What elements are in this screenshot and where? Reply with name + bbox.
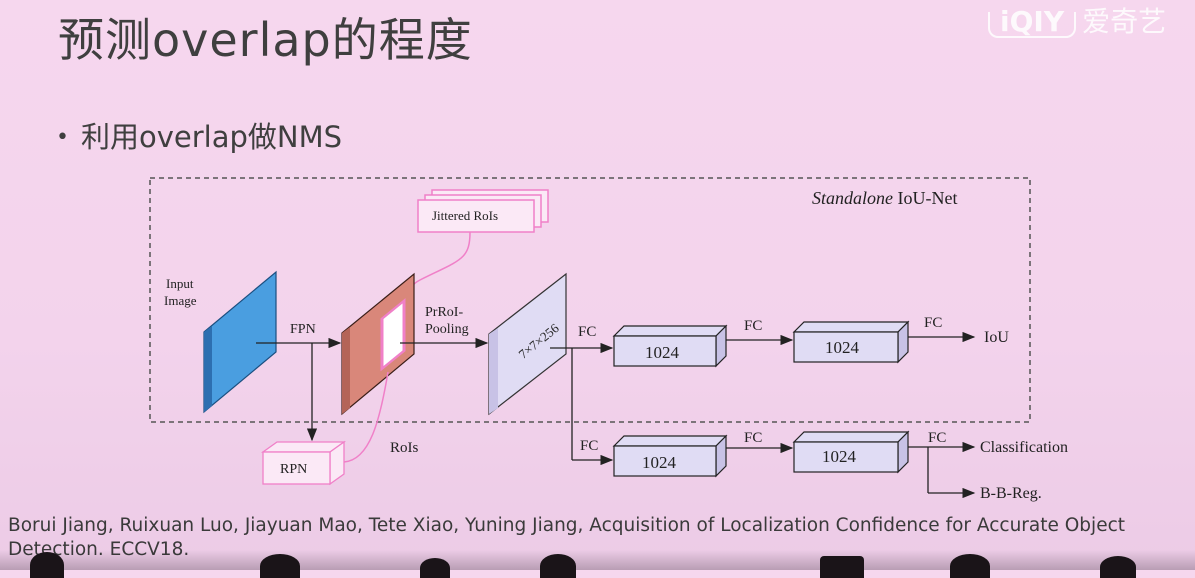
fc-label-2: FC xyxy=(744,318,762,334)
fc-block-bottom-1: 1024 xyxy=(612,434,728,478)
bullet-item: • 利用overlap做NMS xyxy=(56,114,342,156)
fc-block-top-2: 1024 xyxy=(792,320,910,364)
classification-label: Classification xyxy=(980,439,1068,456)
fc-label-5: FC xyxy=(744,430,762,446)
rpn-to-roi-line xyxy=(343,371,389,463)
fpn-label: FPN xyxy=(290,322,316,337)
fc-1024-label: 1024 xyxy=(822,447,857,466)
input-image-label-2: Image xyxy=(164,293,197,308)
rpn-box: RPN xyxy=(260,440,347,486)
rois-label: RoIs xyxy=(390,440,419,456)
roi-feature-block: 7×7×256 xyxy=(488,272,567,416)
rpn-label: RPN xyxy=(280,462,307,477)
standalone-dashed-box xyxy=(149,177,1031,423)
fc-label-4: FC xyxy=(580,438,598,454)
bullet-dot-icon: • xyxy=(56,125,69,150)
fc-label-6: FC xyxy=(928,430,946,446)
fpn-feature-block xyxy=(341,272,415,416)
fc-1024-label: 1024 xyxy=(642,453,677,472)
standalone-label: Standalone IoU-Net xyxy=(812,188,957,208)
fc-label-1: FC xyxy=(578,324,596,340)
jittered-rois-stack: Jittered RoIs xyxy=(417,189,549,233)
prroi-label-2: Pooling xyxy=(425,322,469,337)
fc-block-bottom-2: 1024 xyxy=(792,430,910,474)
watermark-box: iQIY xyxy=(988,8,1077,38)
fc-label-3: FC xyxy=(924,315,942,331)
input-image-block xyxy=(203,270,277,414)
jittered-rois-label: Jittered RoIs xyxy=(432,208,498,223)
input-image-label-1: Input xyxy=(166,276,194,291)
fc-1024-label: 1024 xyxy=(825,338,860,357)
bullet-text: 利用overlap做NMS xyxy=(80,120,343,154)
roi-region xyxy=(380,298,406,372)
slide-title: 预测overlap的程度 xyxy=(58,13,473,67)
watermark-text: 爱奇艺 xyxy=(1082,5,1167,38)
prroi-label-1: PrRoI- xyxy=(425,305,463,320)
iou-output-label: IoU xyxy=(984,329,1009,346)
fc-1024-label: 1024 xyxy=(645,343,680,362)
bbreg-label: B-B-Reg. xyxy=(980,485,1042,502)
audience-silhouette xyxy=(0,550,1195,578)
fc-block-top-1: 1024 xyxy=(612,324,728,368)
